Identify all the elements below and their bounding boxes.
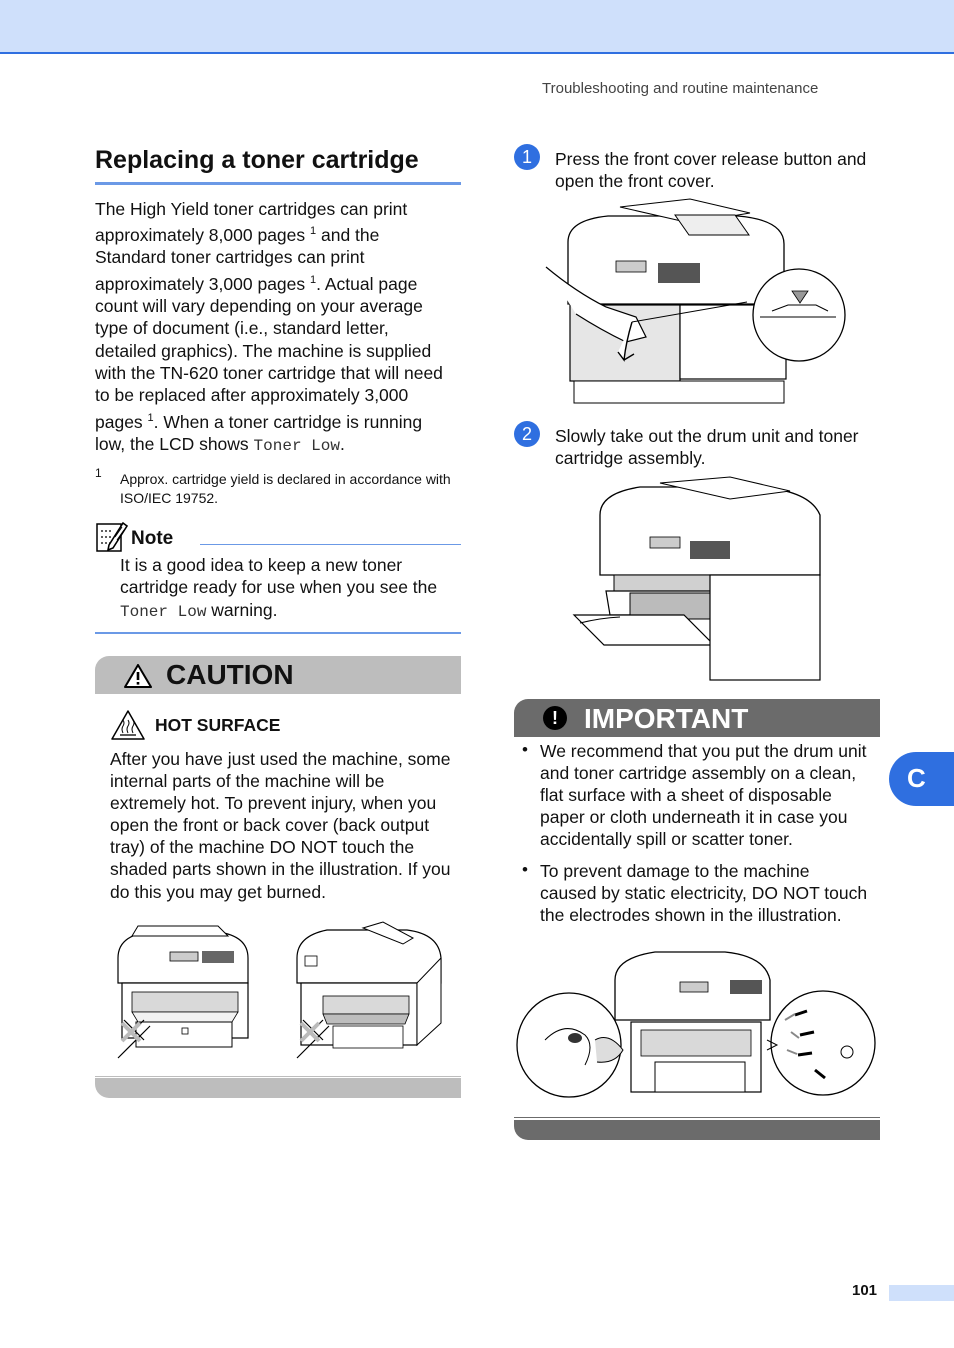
step-2-number: 2 [514,421,540,447]
running-head: Troubleshooting and routine maintenance [542,80,819,97]
footnote-ref[interactable]: 1 [310,274,317,286]
note-line-2: cartridge ready for use when you see the [120,577,438,597]
intro-line-2: approximately 8,000 pages 1 and the [95,225,380,245]
caution-end-rule [95,1076,461,1077]
warning-triangle-icon [124,664,152,693]
important-bullet-1-line-1: We recommend that you put the drum unit [540,741,867,761]
important-bullet-2-line-1: To prevent damage to the machine [540,861,810,881]
intro-line-9: to be replaced after approximately 3,000 [95,385,409,405]
exclamation-icon: ! [543,706,567,730]
page-number-tab [889,1285,954,1301]
printer-back-hot-parts-illustration [293,918,448,1068]
important-bullet-2-line-2: caused by static electricity, DO NOT tou… [540,883,868,903]
intro-line-7: detailed graphics). The machine is suppl… [95,341,432,361]
caution-line-1: After you have just used the machine, so… [110,749,451,769]
section-title: Replacing a toner cartridge [95,146,419,174]
important-bullet-1-line-5: accidentally spill or scatter toner. [540,829,793,849]
footnote-number: 1 [95,466,102,480]
note-pencil-icon [95,519,129,558]
intro-line-4: approximately 3,000 pages 1. Actual page [95,274,418,294]
note-bottom-rule [95,632,461,634]
caution-banner [95,656,461,694]
important-banner [514,699,880,737]
bullet-icon: • [522,860,528,879]
intro-line-3: Standard toner cartridges can print [95,247,365,267]
caution-line-2: internal parts of the machine will be [110,771,385,791]
hot-surface-label: HOT SURFACE [155,715,281,735]
step-2-line-2: cartridge assembly. [555,448,706,468]
header-band [0,0,954,54]
note-label: Note [131,528,174,549]
caution-line-3: extremely hot. To prevent injury, when y… [110,793,437,813]
important-bullet-1-line-3: flat surface with a sheet of disposable [540,785,832,805]
footnote-ref[interactable]: 1 [310,225,317,237]
step-1-line-2: open the front cover. [555,171,715,191]
important-label: IMPORTANT [584,703,749,734]
caution-label: CAUTION [166,659,294,690]
hot-surface-icon [110,709,146,746]
lcd-message: Toner Low [120,603,207,621]
important-bullet-1-line-4: paper or cloth underneath it in case you [540,807,848,827]
intro-line-10: pages 1. When a toner cartridge is runni… [95,412,423,432]
footnote-text: Approx. cartridge yield is declared in a… [120,471,451,506]
note-line-1: It is a good idea to keep a new toner [120,555,403,575]
note-rule [200,544,461,545]
caution-line-7: do this you may get burned. [110,882,326,902]
step-2-line-1: Slowly take out the drum unit and toner [555,426,859,446]
front-cover-release-illustration [540,197,850,414]
electrodes-illustration [515,940,880,1110]
caution-line-5: tray) of the machine DO NOT touch the [110,837,415,857]
printer-front-hot-parts-illustration [110,918,260,1068]
chapter-tab-label: C [907,763,926,793]
bullet-icon: • [522,740,528,759]
step-1-number: 1 [514,144,540,170]
chapter-tab[interactable]: C [889,752,954,806]
page-number: 101 [852,1282,878,1299]
caution-end-bar [95,1078,461,1098]
intro-line-8: with the TN-620 toner cartridge that wil… [95,363,443,383]
lcd-message: Toner Low [253,437,340,455]
important-bullet-1-line-2: and toner cartridge assembly on a clean, [540,763,857,783]
intro-line-1: The High Yield toner cartridges can prin… [95,199,408,219]
note-line-3: Toner Low warning. [120,600,278,621]
step-1-line-1: Press the front cover release button and [555,149,867,169]
important-end-rule [514,1117,880,1118]
important-end-bar [514,1120,880,1140]
caution-line-4: open the front or back cover (back outpu… [110,815,430,835]
intro-line-11: low, the LCD shows Toner Low. [95,434,345,455]
footnote-ref[interactable]: 1 [147,412,154,424]
important-bullet-2-line-3: the electrodes shown in the illustration… [540,905,842,925]
drum-unit-removal-illustration [570,475,825,690]
intro-line-5: count will vary depending on your averag… [95,296,423,316]
caution-line-6: shaded parts shown in the illustration. … [110,859,451,879]
intro-line-6: type of document (i.e., standard letter, [95,318,389,338]
title-rule [95,182,461,185]
